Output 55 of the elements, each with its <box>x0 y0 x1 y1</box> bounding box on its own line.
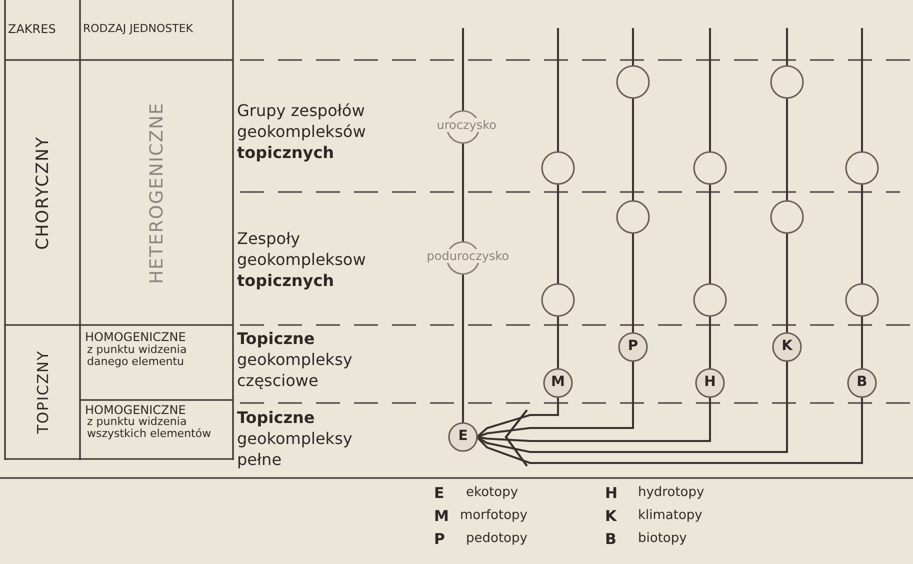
connector-line <box>557 184 559 284</box>
unit-label: poduroczysko <box>426 249 510 263</box>
level-label: Grupy zespołów geokompleksów topicznych <box>237 100 367 163</box>
connector-line <box>557 316 559 369</box>
connector-line <box>861 184 863 284</box>
connector-line <box>786 233 788 333</box>
connector-line <box>786 98 788 201</box>
connector-line <box>861 316 863 369</box>
connector-line <box>632 233 634 333</box>
legend-symbol: E <box>434 484 444 502</box>
connector-line <box>709 28 711 152</box>
level-label: Topiczne geokompleksy częsciowe <box>237 328 354 391</box>
cell-text: z punktu widzenia danego elementu <box>87 344 188 368</box>
column-header: RODZAJ JEDNOSTEK <box>83 22 193 35</box>
connector-line <box>861 28 863 152</box>
legend-text: klimatopy <box>638 508 702 523</box>
cell-text: z punktu widzenia wszystkich elementów <box>87 416 212 440</box>
legend-symbol: K <box>605 507 617 525</box>
legend-text: biotopy <box>638 531 687 546</box>
legend-text: pedotopy <box>466 531 528 546</box>
level-label: Zespoły geokompleksow topicznych <box>237 228 367 291</box>
connector-line <box>476 397 711 442</box>
cell-heading: HOMOGENICZNE <box>85 330 186 344</box>
row-header: TOPICZNY <box>34 350 52 434</box>
legend-text: morfotopy <box>460 508 528 523</box>
connector-line <box>557 28 559 152</box>
row-header: HETEROGENICZNE <box>146 102 167 284</box>
legend-text: ekotopy <box>466 485 518 500</box>
connector-line <box>462 28 464 111</box>
symbol-letter: P <box>628 338 638 354</box>
connector-line <box>709 316 711 369</box>
connector-line <box>476 397 559 438</box>
connector-line <box>709 184 711 284</box>
connector-line <box>632 28 634 66</box>
symbol-letter: K <box>782 338 792 354</box>
row-header: CHORYCZNY <box>32 136 52 250</box>
legend-symbol: H <box>605 484 618 502</box>
symbol-letter: M <box>551 374 565 390</box>
connector-line <box>462 143 464 242</box>
connector-line <box>476 397 863 464</box>
legend-text: hydrotopy <box>638 485 704 500</box>
legend-symbol: B <box>605 530 616 548</box>
column-header: ZAKRES <box>8 22 56 36</box>
symbol-letter: H <box>704 374 716 390</box>
legend-symbol: M <box>434 507 449 525</box>
unit-label: uroczysko <box>436 118 496 132</box>
symbol-letter: B <box>856 374 868 390</box>
connector-line <box>462 274 464 423</box>
cell-heading: HOMOGENICZNE <box>85 403 186 417</box>
connector-line <box>632 98 634 201</box>
connector-line <box>786 28 788 66</box>
legend-symbol: P <box>434 530 445 548</box>
level-label: Topiczne geokompleksy pełne <box>237 407 354 470</box>
connector-line <box>476 361 634 438</box>
symbol-letter: E <box>458 428 468 444</box>
